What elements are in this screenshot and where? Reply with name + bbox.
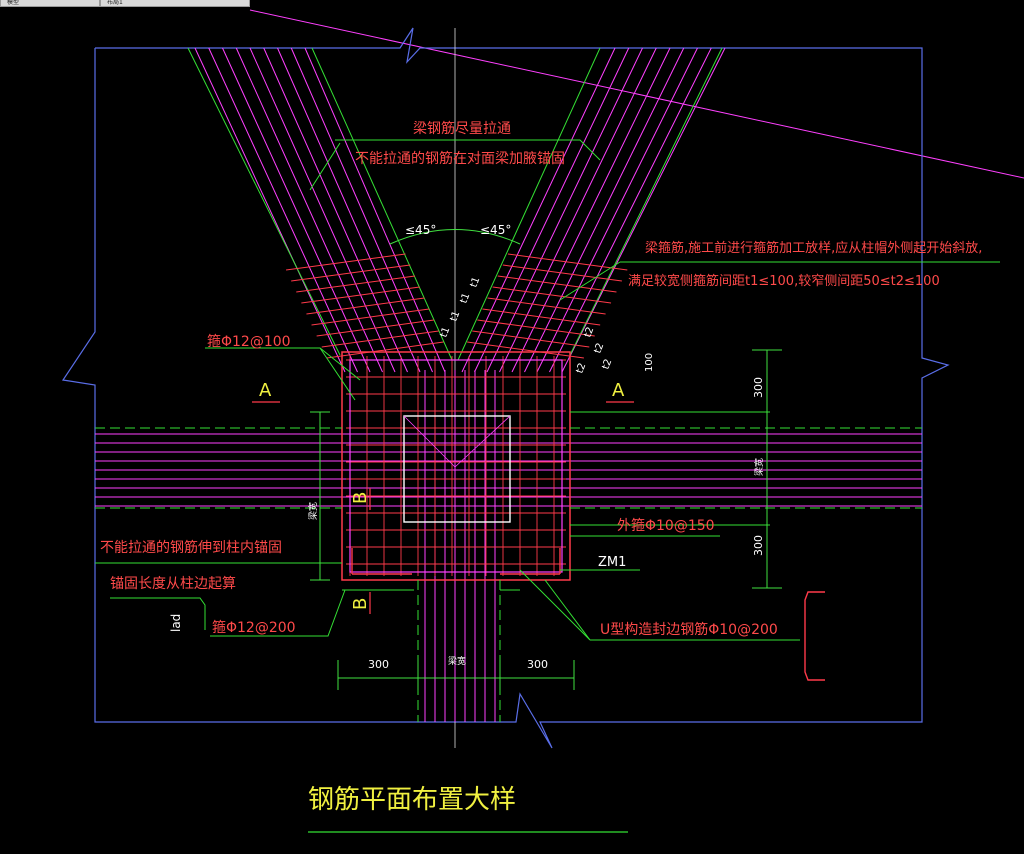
outer-stirrup-label: 外箍Φ10@150 [617,517,715,534]
t2-label: t2 [592,342,606,355]
t1-label: t1 [438,326,452,339]
t2-label: t2 [582,326,596,339]
right-beam-stirrup [487,297,606,315]
stirrup-bottom-label: 箍Φ12@200 [212,619,296,636]
right-beam-stirrup [467,341,584,359]
t1-label: t1 [468,276,482,289]
vertical-beam-rebars [424,370,496,722]
red-bracket [804,591,825,681]
spacing-labels: t1 t1 t1 t1 t2 t2 t2 t2 [438,276,614,375]
right-beam-rebar [524,47,685,373]
dim-100: 100 [644,353,655,372]
dim-300-left: 300 [368,658,389,671]
layout-tab-bar: 模型 布局1 [0,0,1024,8]
beam-edge-lines [95,411,922,722]
right-beam-rebar [499,47,657,373]
left-beam-edge [311,47,453,361]
left-note-1: 不能拉通的钢筋伸到柱内锚固 [100,539,282,556]
diagonal-construction-line [249,9,1024,179]
right-beam-stirrup [502,264,622,282]
dimension-texts: 300 300 梁宽 梁宽 300 300 梁宽 100 [307,353,765,671]
left-beam-rebar [277,47,421,373]
column-outline [403,415,511,523]
t1-label: t1 [448,310,462,323]
leader-lines [110,139,1000,641]
left-beam-rebar [249,47,396,373]
section-b-top: B [350,492,371,504]
t1-label: t1 [458,292,472,305]
column-diagonal [403,415,456,468]
left-beam-rebar [222,47,371,373]
right-beam-rebar [474,47,630,373]
left-beam-rebar [304,47,446,373]
horizontal-beam-rebars [95,433,922,507]
right-beam-stirrup [477,319,595,337]
left-beam-rebar [194,47,346,373]
section-markers: A A B B [252,380,634,614]
t2-label: t2 [600,358,614,371]
section-a-right: A [612,380,625,401]
left-beam-rebar [263,47,408,373]
annotation-texts: 梁钢筋尽量拉通 不能拉通的钢筋在对面梁加腋锚固 ≤45° ≤45° 梁箍筋,施工… [100,120,982,638]
tab-model[interactable]: 模型 [0,0,100,7]
right-beam-rebar [486,47,643,373]
right-beam-rebar [511,47,671,373]
right-beam-rebar [561,47,726,373]
lad-label: lad [169,614,183,632]
left-beam-stirrup [301,286,420,304]
angle-right-label: ≤45° [480,223,511,237]
left-beam-stirrup [326,341,444,359]
u-bar-label: U型构造封边钢筋Φ10@200 [600,621,778,638]
right-beam-rebar [549,47,712,373]
dim-300-bottom: 300 [752,535,765,556]
t2-label: t2 [574,362,588,375]
left-diagonal-beam-rebars [187,47,453,373]
left-beam-stirrup [291,264,411,282]
left-beam-rebar [290,47,433,373]
right-diagonal-beam-rebars [457,47,726,373]
dimension-lines [310,229,782,690]
beam-width-label-right: 梁宽 [753,458,765,476]
section-a-left: A [259,380,272,401]
tab-layout1[interactable]: 布局1 [100,0,250,7]
zm1-label: ZM1 [598,555,626,570]
right-note-1: 梁箍筋,施工前进行箍筋加工放样,应从柱帽外侧起开始斜放, [645,240,982,256]
left-beam-stirrup [311,308,430,326]
right-beam-stirrup [482,308,601,326]
dim-300-right: 300 [527,658,548,671]
dim-300-top: 300 [752,377,765,398]
right-beam-stirrup [497,275,617,293]
cap-inner-stirrup [349,359,563,573]
angle-left-label: ≤45° [405,223,436,237]
drawing-title: 钢筋平面布置大样 [308,785,516,815]
section-b-bottom: B [350,598,371,610]
right-beam-stirrup [507,253,628,271]
left-beam-rebar [235,47,383,373]
right-beam-edge [569,47,723,356]
right-beam-rebar [536,47,698,373]
beam-width-label-left: 梁宽 [307,502,319,520]
right-beam-stirrup [492,286,612,304]
left-beam-stirrup [321,330,439,348]
top-note-1: 梁钢筋尽量拉通 [413,120,511,137]
left-beam-stirrup [286,253,406,271]
left-beam-stirrup [306,297,425,315]
right-beam-rebar [461,47,616,373]
left-note-2: 锚固长度从柱边起算 [110,576,236,592]
left-beam-rebar [208,47,358,373]
right-beam-edge [457,47,601,361]
beam-width-label-bottom: 梁宽 [448,655,466,667]
outer-frame [61,27,950,749]
right-beam-stirrup [472,330,590,348]
right-note-2: 满足较宽侧箍筋间距t1≤100,较窄侧间距50≤t2≤100 [628,273,940,289]
column-diagonal [454,415,511,468]
column-cap-outline [341,351,571,581]
left-beam-stirrup [296,275,416,293]
left-beam-stirrup [316,319,435,337]
top-note-2: 不能拉通的钢筋在对面梁加腋锚固 [355,150,565,167]
stirrup-top-label: 箍Φ12@100 [207,333,291,350]
column-cap-rebar-grid [346,356,566,576]
left-beam-edge [187,47,341,356]
